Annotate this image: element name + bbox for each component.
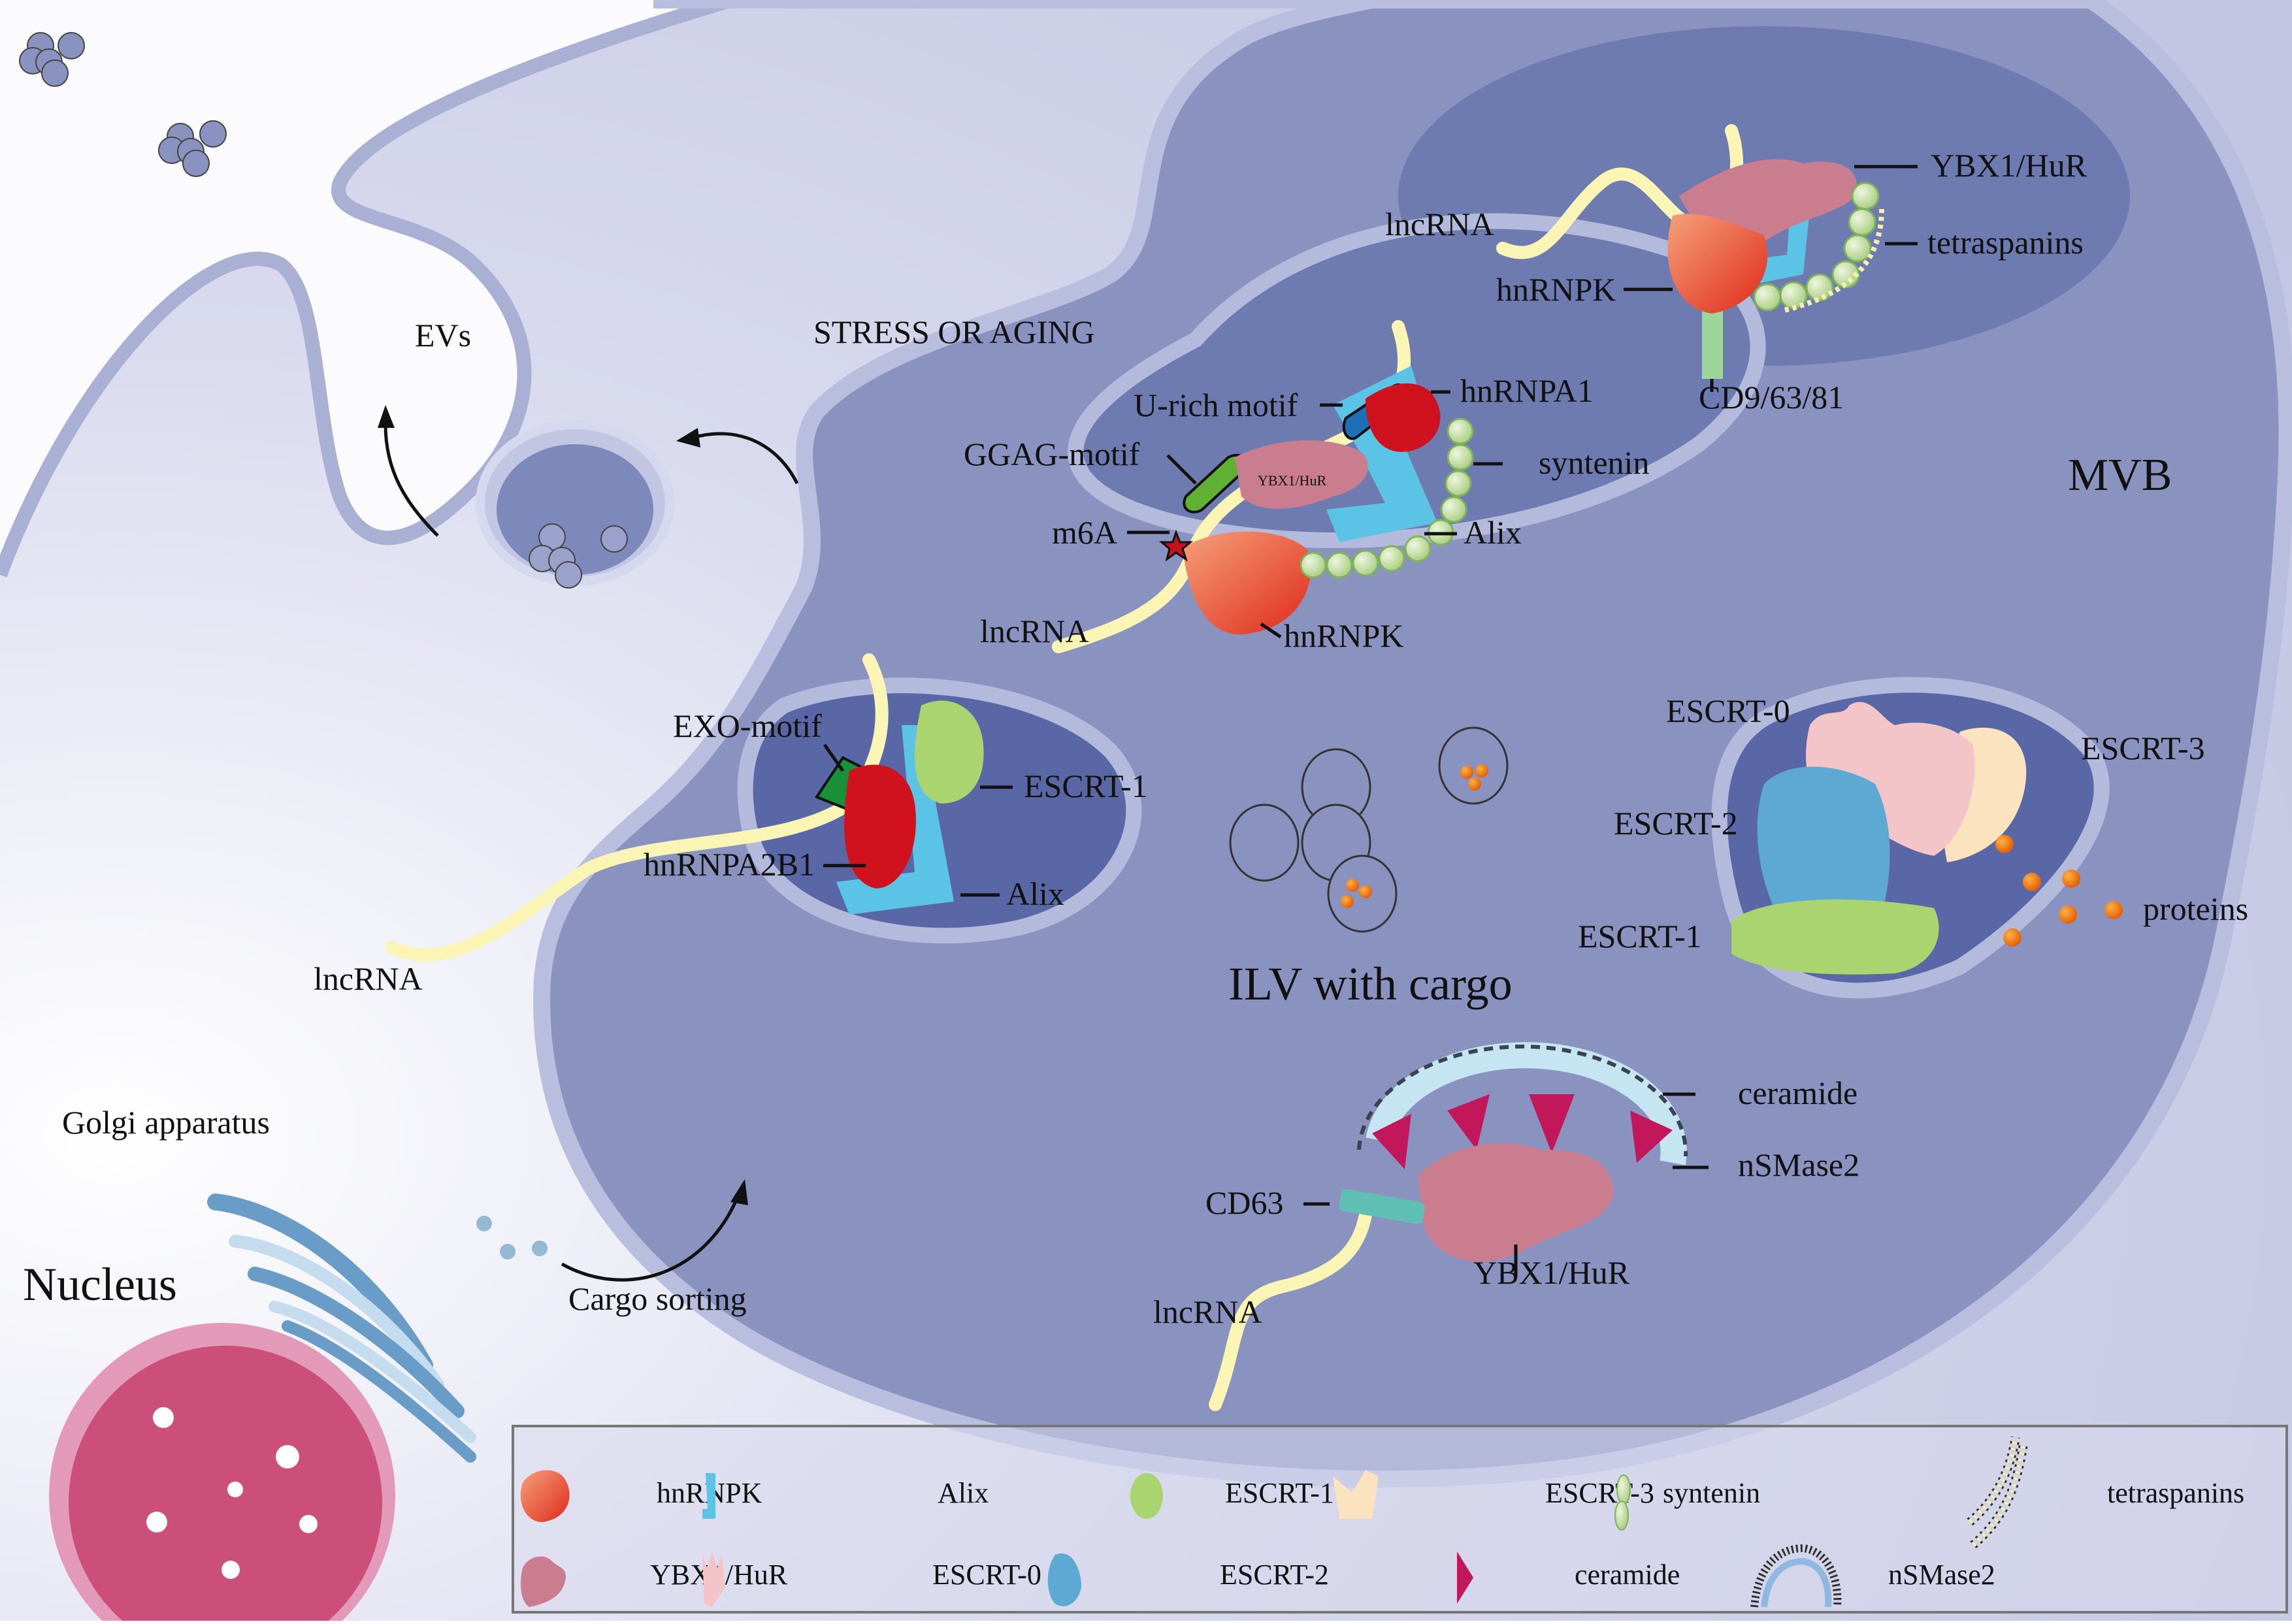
label-middle-lncrna: lncRNA <box>980 613 1089 649</box>
secretion-arrows <box>378 405 799 1282</box>
label-m6a: m6A <box>1052 514 1117 551</box>
label-urich-motif: U-rich motif <box>1134 387 1298 423</box>
mvb-pocket-left <box>737 677 1142 944</box>
cd63-shape <box>1339 1189 1425 1224</box>
label-syntenin: syntenin <box>1539 444 1649 481</box>
legend-box <box>512 1425 2288 1614</box>
plasma-membrane <box>0 0 734 577</box>
label-proteins: proteins <box>2143 890 2248 927</box>
legend-label-nsmase2: nSMase2 <box>1888 1559 1995 1591</box>
label-evs: EVs <box>415 317 471 353</box>
labels: EVs STRESS OR AGING MVB ILV with cargo G… <box>23 147 2248 1330</box>
label-ceramide: ceramide <box>1738 1075 1858 1111</box>
hnrnpk-icon <box>520 1470 570 1522</box>
legend-label-escrt3: ESCRT-3 <box>1545 1477 1654 1509</box>
label-top-ybx1: YBX1/HuR <box>1931 147 2087 184</box>
ilv-vesicles <box>1229 726 1509 933</box>
label-cd63: CD63 <box>1205 1184 1283 1221</box>
nsmase2-icon <box>1750 1544 1842 1608</box>
escrt3-icon <box>1333 1470 1379 1519</box>
label-hnrnpa2b1: hnRNPA2B1 <box>644 846 815 883</box>
protein-balls <box>1995 835 2123 947</box>
left-complex <box>385 653 1013 962</box>
ybx1-hur-shape <box>1235 440 1369 509</box>
label-left-alix: Alix <box>1006 875 1064 912</box>
label-escrt3: ESCRT-3 <box>2081 730 2205 766</box>
ev-vesicles <box>19 32 628 589</box>
label-left-lncrna: lncRNA <box>314 960 423 997</box>
syntenin-icon <box>1614 1474 1631 1531</box>
label-ilv: ILV with cargo <box>1228 958 1513 1010</box>
alix-icon <box>702 1473 715 1519</box>
cargo-sorting-arrow <box>561 1195 740 1282</box>
legend-label-alix: Alix <box>938 1477 989 1509</box>
syntenin-chain <box>1753 182 1880 312</box>
tetraspanin-chain <box>1783 208 1884 313</box>
top-complex <box>1496 124 1918 392</box>
hnrnpk-shape <box>1667 214 1768 314</box>
label-nsmase2: nSMase2 <box>1738 1146 1859 1183</box>
legend-label-escrt0: ESCRT-0 <box>932 1559 1041 1591</box>
label-bottom-lncrna: lncRNA <box>1153 1293 1262 1330</box>
label-top-tetraspanins: tetraspanins <box>1927 224 2084 261</box>
label-top-hnrnpk: hnRNPK <box>1496 271 1616 308</box>
label-ybx1-inner: YBX1/HuR <box>1258 472 1326 489</box>
golgi-apparatus <box>207 1194 548 1463</box>
nucleus <box>49 1323 395 1624</box>
legend: hnRNPK Alix ESCRT-1 ESCRT-3 syntenin tet… <box>512 1425 2288 1614</box>
ybx1-hur-icon <box>521 1556 566 1607</box>
label-exo-motif: EXO-motif <box>673 707 822 744</box>
label-bottom-ybx1: YBX1/HuR <box>1473 1254 1630 1291</box>
m6a-star <box>1158 529 1194 562</box>
escrt1-icon <box>1130 1473 1163 1519</box>
legend-label-syntenin: syntenin <box>1663 1477 1760 1509</box>
label-ggag-motif: GGAG-motif <box>964 436 1140 472</box>
label-hnrnpa1: hnRNPA1 <box>1460 372 1594 409</box>
label-escrt0: ESCRT-0 <box>1666 692 1790 729</box>
label-middle-hnrnpk: hnRNPK <box>1284 617 1403 654</box>
label-nucleus: Nucleus <box>23 1258 177 1310</box>
escrt-complex <box>1731 702 2123 975</box>
legend-label-ceramide: ceramide <box>1575 1559 1680 1591</box>
escrt2-shape <box>1757 766 1890 939</box>
nsmase2-bilayer <box>1366 1042 1687 1165</box>
ceramide-triangles <box>1372 1094 1673 1169</box>
tetraspanins-icon <box>1967 1436 2028 1549</box>
mvb-body <box>533 0 2292 1488</box>
hnrnpa1-shape <box>1366 383 1441 452</box>
legend-label-escrt1: ESCRT-1 <box>1225 1477 1334 1509</box>
legend-label-escrt2: ESCRT-2 <box>1220 1559 1329 1591</box>
label-mvb: MVB <box>2068 450 2172 500</box>
label-escrt1: ESCRT-1 <box>1578 918 1702 954</box>
syntenin-chain <box>1300 417 1474 579</box>
escrt0-icon <box>702 1551 725 1607</box>
label-left-escrt1: ESCRT-1 <box>1024 768 1148 804</box>
label-stress-or-aging: STRESS OR AGING <box>813 314 1095 350</box>
ybx1-hur-shape <box>1418 1143 1614 1262</box>
hnrnpa2b1-shape <box>844 764 916 888</box>
middle-complex <box>1052 320 1503 653</box>
label-cargo-sorting: Cargo sorting <box>568 1280 747 1317</box>
label-escrt2: ESCRT-2 <box>1614 805 1738 841</box>
label-top-lncrna: lncRNA <box>1385 206 1494 242</box>
escrt2-icon <box>1047 1553 1081 1606</box>
label-golgi: Golgi apparatus <box>62 1104 270 1141</box>
legend-label-tetraspanins: tetraspanins <box>2107 1477 2244 1509</box>
escrt1-shape <box>1731 899 1939 975</box>
escrt0-shape <box>1806 702 1975 856</box>
escrt1-shape <box>915 700 984 804</box>
ceramide-icon <box>1457 1551 1473 1604</box>
hnrnpk-shape <box>1183 531 1311 635</box>
label-middle-alix: Alix <box>1464 514 1522 551</box>
bottom-complex <box>1209 1042 1709 1411</box>
label-top-cd: CD9/63/81 <box>1699 379 1844 415</box>
